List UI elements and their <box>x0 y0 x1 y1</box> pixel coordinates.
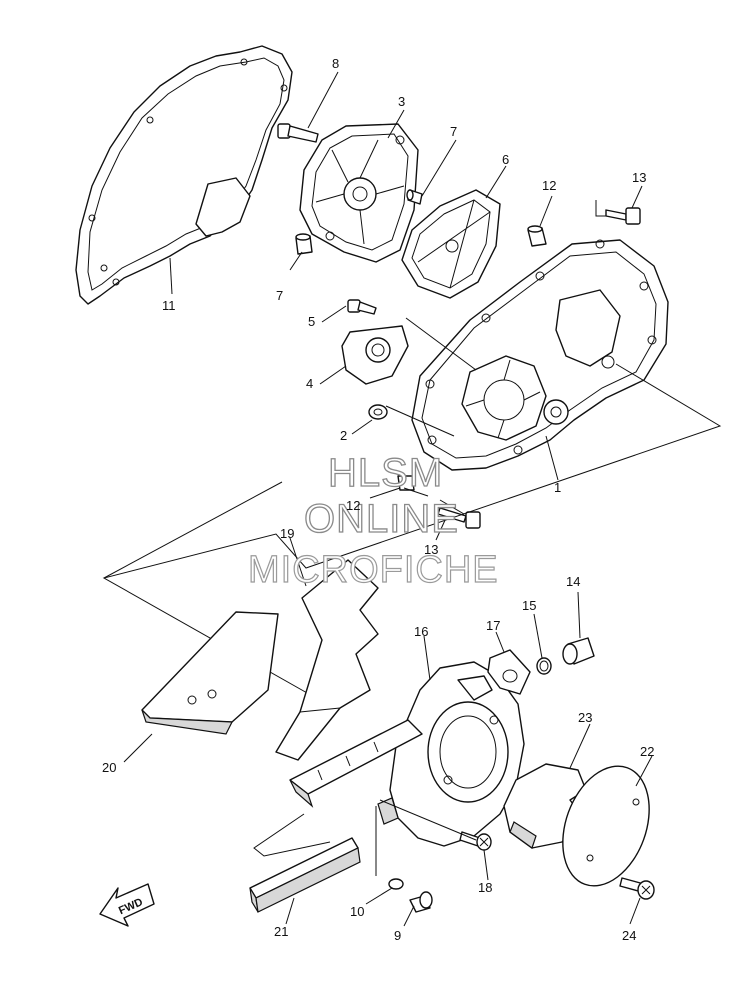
cap-22 <box>562 765 650 887</box>
callout-22: 22 <box>640 744 654 759</box>
watermark-line-3: MICROFICHE <box>248 549 499 591</box>
callout-2: 2 <box>340 428 347 443</box>
o-ring-15 <box>536 657 552 675</box>
watermark: HLSM ONLINE MICROFICHE <box>247 450 499 591</box>
drain-plug-9 <box>409 891 433 913</box>
callout-5: 5 <box>308 314 315 329</box>
callout-18: 18 <box>478 880 492 895</box>
dowel-pin-7a <box>406 189 423 205</box>
cover-piece-20 <box>141 611 279 735</box>
callout-24: 24 <box>622 928 636 943</box>
strip-21 <box>249 837 361 913</box>
screw-5 <box>347 299 377 315</box>
o-ring-10 <box>388 878 404 890</box>
leader-lines <box>123 71 653 927</box>
oil-seal-plate-4 <box>341 325 409 385</box>
holder-17 <box>487 649 531 695</box>
callout-6: 6 <box>502 152 509 167</box>
pump-housing-3 <box>299 123 419 263</box>
callout-14: 14 <box>566 574 580 589</box>
callout-7-lower: 7 <box>276 288 283 303</box>
crankcase-cover-1 <box>411 239 669 471</box>
callout-3: 3 <box>398 94 405 109</box>
callout-15: 15 <box>522 598 536 613</box>
forward-direction-arrow-icon: FWD <box>99 883 155 927</box>
callout-11: 11 <box>162 298 176 313</box>
bolt-24 <box>619 877 655 900</box>
bolt-13b <box>437 507 481 529</box>
callout-16: 16 <box>414 624 428 639</box>
pump-gasket-6 <box>401 189 501 299</box>
plug-14 <box>562 637 595 665</box>
callout-12-upper: 12 <box>542 178 556 193</box>
crankcase-cover-16 <box>377 661 525 847</box>
crankcase-cover-gasket <box>75 45 293 305</box>
bolt-13a <box>605 207 641 225</box>
assembly-lines-upper <box>102 200 722 699</box>
callout-9: 9 <box>394 928 401 943</box>
callout-10: 10 <box>350 904 364 919</box>
callout-8: 8 <box>332 56 339 71</box>
callout-4: 4 <box>306 376 313 391</box>
dowel-pin-7b <box>295 233 313 255</box>
callout-20: 20 <box>102 760 116 775</box>
callout-7-upper: 7 <box>450 124 457 139</box>
callout-23: 23 <box>578 710 592 725</box>
callout-12-lower: 12 <box>346 498 360 513</box>
plug-2 <box>368 404 388 420</box>
callout-19: 19 <box>280 526 294 541</box>
cover-piece-19 <box>275 559 379 761</box>
guide-bar <box>289 719 423 808</box>
callout-17: 17 <box>486 618 500 633</box>
dowel-pin-12a <box>527 225 547 247</box>
dowel-pin-12b <box>397 475 415 491</box>
watermark-line-2: ONLINE <box>304 497 459 541</box>
callout-13-upper: 13 <box>632 170 646 185</box>
callout-21: 21 <box>274 924 288 939</box>
assembly-lines-lower <box>253 799 477 876</box>
callout-13-lower: 13 <box>424 542 438 557</box>
watermark-line-1: HLSM <box>328 451 443 495</box>
bolt-8 <box>277 123 319 143</box>
callout-labels: 8 3 7 6 12 13 7 11 5 4 2 1 12 13 19 14 1… <box>102 56 654 943</box>
callout-1: 1 <box>554 480 561 495</box>
